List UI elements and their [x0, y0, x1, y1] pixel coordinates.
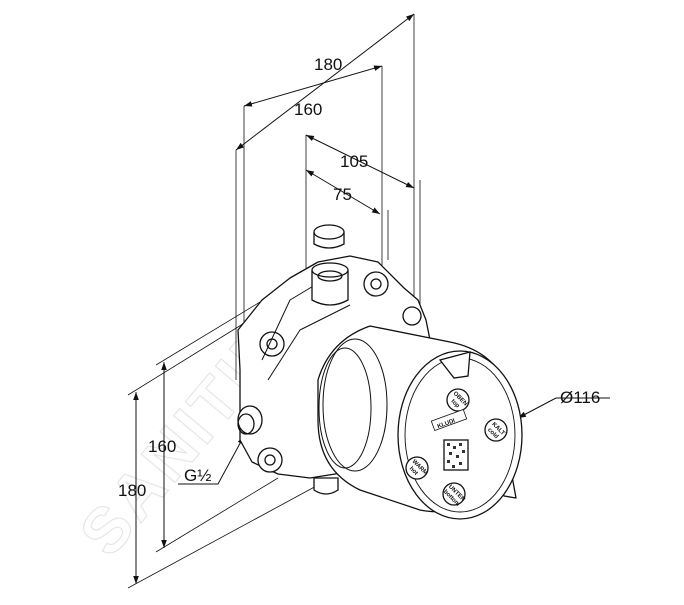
dim-75: 75 [333, 185, 352, 204]
dim-180-top: 180 [314, 55, 342, 74]
dim-thread: G½ [184, 466, 211, 485]
dim-160-top: 160 [294, 100, 322, 119]
dim-180-left: 180 [118, 481, 146, 500]
dimension-lines: 180 160 105 75 160 180 Ø116 G½ [118, 13, 610, 589]
dial-label-top-2: top [450, 399, 461, 410]
dial-face [397, 350, 523, 520]
dim-diameter: Ø116 [560, 388, 600, 407]
dim-160-left: 160 [148, 437, 176, 456]
dim-105: 105 [340, 152, 368, 171]
dial-label-hot-2: hot [408, 466, 419, 477]
